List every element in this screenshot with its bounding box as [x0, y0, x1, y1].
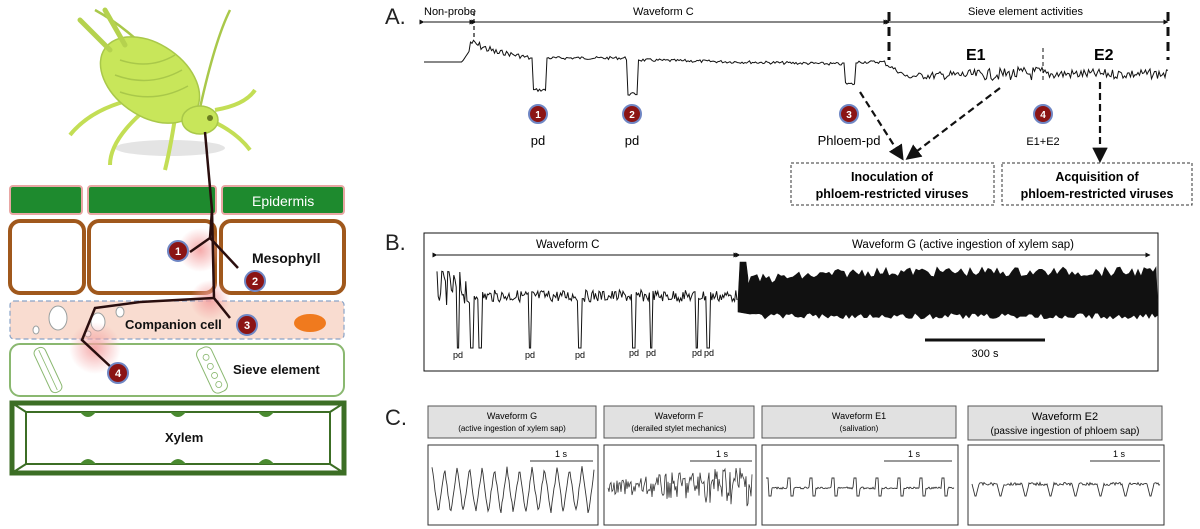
scale-label: 1 s [716, 449, 729, 459]
subpanel-waveform-g: Waveform G (active ingestion of xylem sa… [427, 405, 599, 526]
panel-b-trace-c [436, 270, 738, 349]
acquisition-box [1001, 162, 1193, 206]
acquisition-text-1: Acquisition of [1055, 170, 1139, 184]
sieve-plate [196, 346, 228, 394]
diagram-marker-4: 4 [107, 362, 129, 384]
marker-label: pd [531, 133, 545, 148]
subpanel-waveform-e1: Waveform E1 (salivation) 1 s [761, 405, 959, 526]
scale-label: 1 s [1113, 449, 1126, 459]
section-label-waveform-c: Waveform C [633, 6, 694, 18]
panel-a-marker-4: 4 E1+E2 [1026, 104, 1060, 148]
pd-label: pd [525, 350, 535, 360]
subpanel-title: Waveform G [487, 411, 537, 421]
marker-number: 4 [115, 368, 122, 380]
waveform-g-trace [431, 466, 595, 514]
panel-a-marker-2: 2 pd [622, 104, 642, 148]
aphid-illustration [68, 7, 257, 171]
marker-number: 3 [244, 320, 250, 332]
pd-label: pd [646, 348, 656, 358]
mesophyll-cell [8, 219, 86, 295]
marker-number: 4 [1040, 110, 1046, 121]
inoculation-text-2: phloem-restricted viruses [816, 187, 969, 201]
dashed-arrow [905, 87, 1001, 160]
companion-cell-label: Companion cell [125, 317, 222, 332]
dashed-arrow [859, 91, 904, 161]
marker-label: pd [625, 133, 639, 148]
marker-number: 2 [629, 110, 635, 121]
e1-label: E1 [966, 47, 986, 64]
inoculation-box [790, 162, 995, 206]
panel-c-label: C. [385, 405, 407, 430]
waveform-e2-trace [971, 481, 1161, 497]
waveform-c-label: Waveform C [536, 239, 599, 251]
mesophyll-label: Mesophyll [252, 250, 320, 266]
e2-label: E2 [1094, 47, 1114, 64]
diagram-marker-3: 3 [236, 314, 258, 336]
subpanel-subtitle: (active ingestion of xylem sap) [458, 424, 566, 433]
pd-label: pd [629, 348, 639, 358]
scale-label: 1 s [908, 449, 921, 459]
subpanel-title: Waveform E2 [1032, 411, 1098, 423]
subpanel-title: Waveform E1 [832, 411, 886, 421]
stylet-pathway [80, 131, 239, 369]
pd-label: pd [704, 348, 714, 358]
pd-label: pd [453, 350, 463, 360]
subpanel-frame [967, 444, 1165, 526]
vesicle [115, 306, 125, 318]
section-label-non-probe: Non-probe [424, 6, 476, 18]
panel-a: A. Non-probe Waveform C Sieve element ac… [385, 4, 1193, 206]
diagram-marker-2: 2 [244, 270, 266, 292]
acquisition-text-2: phloem-restricted viruses [1021, 187, 1174, 201]
vesicle [32, 325, 40, 335]
diagram-marker-1: 1 [167, 240, 189, 262]
panel-b-trace-g [737, 261, 1159, 320]
subpanel-header [427, 405, 597, 439]
subpanel-header [761, 405, 957, 439]
sieve-element-label: Sieve element [233, 362, 320, 377]
subpanel-waveform-f: Waveform F (derailed stylet mechanics) 1… [603, 405, 757, 526]
subpanel-header [967, 405, 1163, 441]
xylem-pits [80, 412, 274, 464]
epidermis-cell [221, 185, 345, 215]
marker-number: 1 [535, 110, 541, 121]
marker-label: E1+E2 [1026, 136, 1059, 148]
subpanel-frame [761, 444, 959, 526]
marker-number: 3 [846, 110, 852, 121]
subpanel-title: Waveform F [655, 411, 704, 421]
panel-a-marker-3: 3 Phloem-pd [818, 104, 881, 148]
subpanel-header [603, 405, 755, 439]
waveform-g-label: Waveform G (active ingestion of xylem sa… [852, 239, 1074, 251]
subpanel-waveform-e2: Waveform E2 (passive ingestion of phloem… [967, 405, 1165, 526]
epidermis-label: Epidermis [252, 193, 314, 209]
inoculation-text-1: Inoculation of [851, 170, 934, 184]
panel-a-label: A. [385, 4, 406, 29]
marker-label: Phloem-pd [818, 133, 881, 148]
panel-b: B. Waveform C Waveform G (active ingesti… [385, 230, 1159, 372]
subpanel-subtitle: (derailed stylet mechanics) [631, 424, 726, 433]
sieve-plate [33, 346, 63, 394]
waveform-e1-trace [766, 477, 955, 497]
xylem-label: Xylem [165, 430, 203, 445]
plant-tissue-diagram: Epidermis Mesophyll Companion cell Sieve… [8, 7, 347, 476]
marker-number: 1 [175, 246, 181, 258]
waveform-f-trace [607, 467, 753, 507]
panel-c: C. Waveform G (active ingestion of xylem… [385, 405, 1165, 526]
pd-label: pd [692, 348, 702, 358]
panel-a-marker-1: 1 pd [528, 104, 548, 148]
panel-a-trace [424, 39, 1169, 96]
panel-b-label: B. [385, 230, 406, 255]
subpanel-subtitle: (passive ingestion of phloem sap) [991, 426, 1140, 437]
epidermis-cell [87, 185, 217, 215]
subpanel-subtitle: (salivation) [840, 424, 879, 433]
scale-label: 300 s [972, 348, 999, 360]
vesicle [48, 305, 68, 331]
nucleus [294, 314, 326, 332]
scale-label: 1 s [555, 449, 568, 459]
epidermis-cell [9, 185, 83, 215]
pd-label: pd [575, 350, 585, 360]
section-label-sieve: Sieve element activities [968, 6, 1083, 18]
marker-number: 2 [252, 276, 258, 288]
